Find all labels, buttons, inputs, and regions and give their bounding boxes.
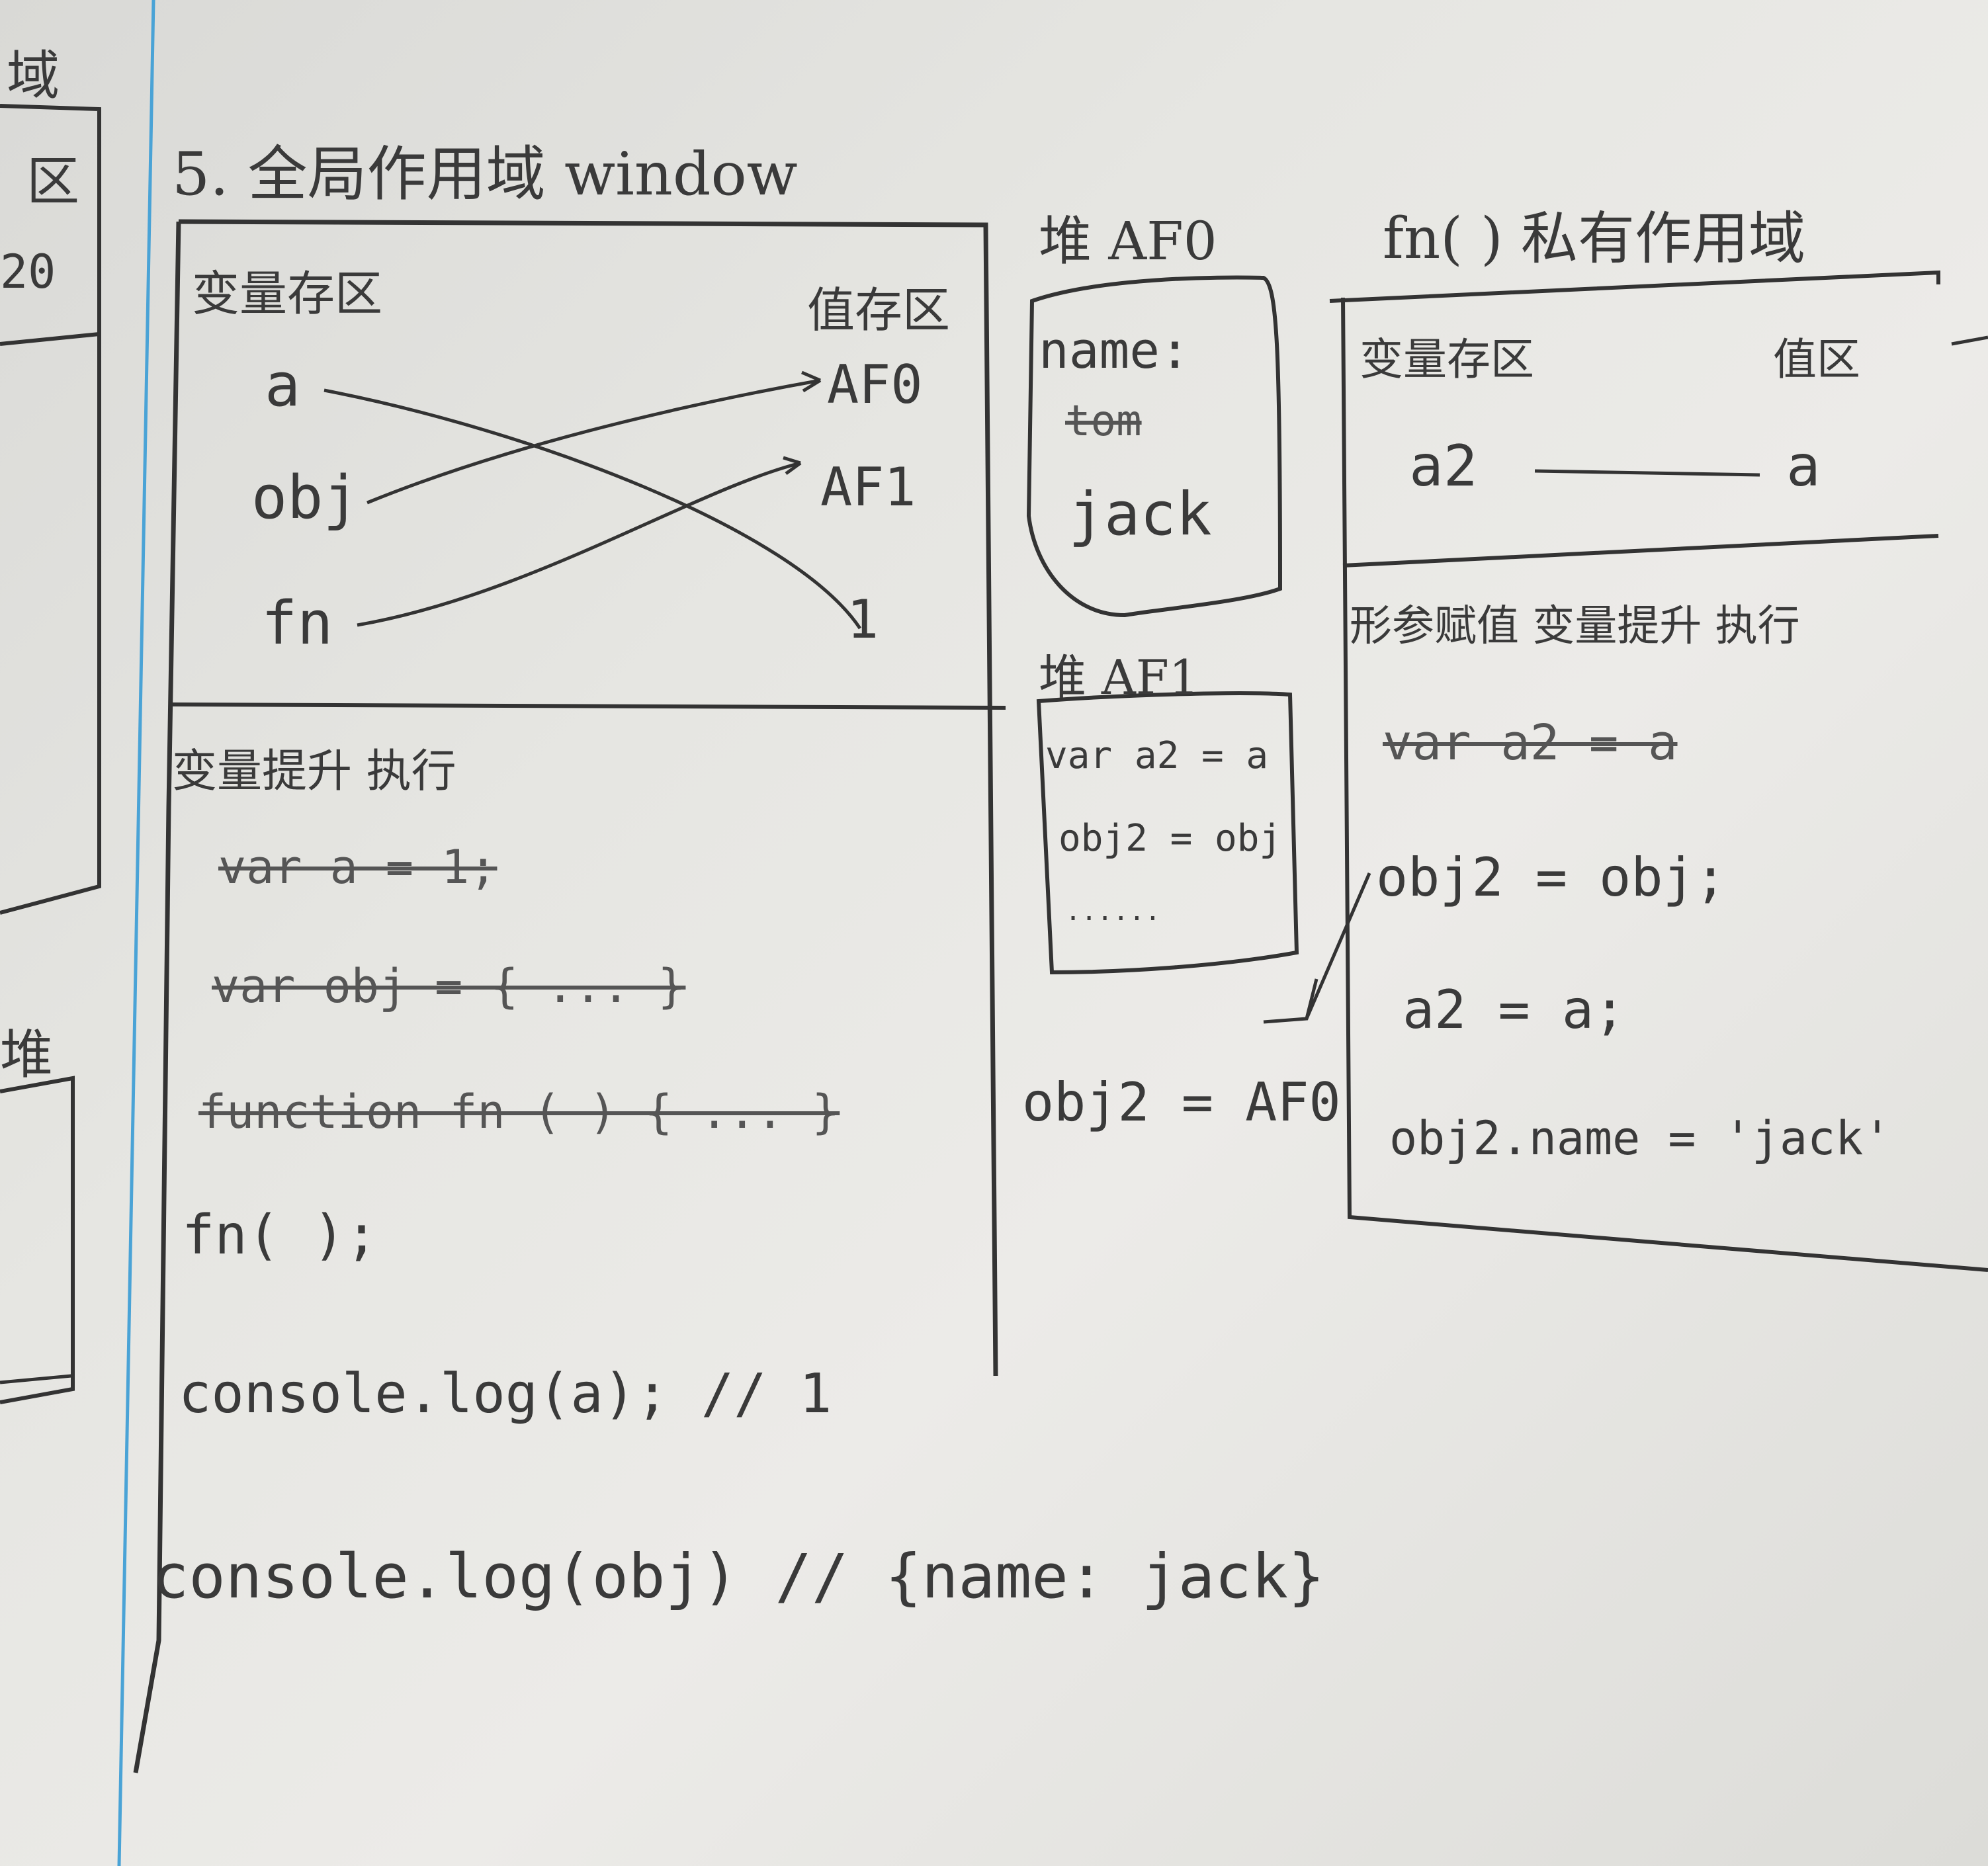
global-var-a: a	[265, 351, 301, 420]
fn-var-a2: a2	[1409, 433, 1478, 499]
obj2-note: obj2 = AF0	[1022, 1072, 1341, 1133]
fn-scope-frame	[1329, 270, 1940, 303]
heap-af1-heading: 堆 AF1	[1039, 650, 1199, 705]
fn-value-area-label: 值区	[1773, 334, 1860, 385]
fn-scope-heading: fn( ) 私有作用域	[1383, 206, 1805, 272]
map-obj-to-af0	[367, 378, 821, 505]
heap-af0-new-value: jack	[1068, 480, 1212, 549]
global-value-af1: AF1	[820, 456, 916, 518]
global-heading: 5. 全局作用域 window	[172, 140, 798, 209]
heap-af1-line-2: obj2 = obj	[1059, 817, 1282, 860]
global-code-struck-3: function fn ( ) { ... }	[198, 1085, 840, 1139]
fn-code-struck-1: var a2 = a	[1383, 714, 1678, 771]
global-var-obj: obj	[251, 463, 359, 532]
global-value-af0: AF0	[827, 354, 923, 415]
heap-af0-heading: 堆 AF0	[1039, 210, 1217, 272]
map-a2-to-a	[1534, 469, 1760, 477]
left-fragment-3: 20	[0, 245, 56, 299]
global-exec-label: 变量提升 执行	[172, 745, 456, 798]
heap-af1-line-3: ......	[1065, 896, 1161, 927]
fn-code-2: a2 = a;	[1403, 979, 1626, 1040]
heap-af0-box	[1026, 275, 1283, 618]
fn-var-area-label: 变量存区	[1360, 334, 1534, 385]
global-var-fn: fn	[261, 589, 333, 658]
left-fragment-4: 堆	[0, 1024, 53, 1085]
global-code-3: console.log(obj) // {name: jack}	[152, 1541, 1325, 1612]
map-fn-to-af1	[357, 461, 801, 627]
heap-af0-old-value: tom	[1065, 397, 1142, 446]
heap-af0-key: name:	[1039, 321, 1190, 380]
fn-code-3: obj2.name = 'jack'	[1389, 1111, 1891, 1166]
fn-value-a: a	[1786, 433, 1821, 499]
margin-line	[117, 0, 155, 1866]
left-page-box-bottom	[0, 1076, 75, 1404]
global-code-2: console.log(a); // 1	[179, 1363, 832, 1425]
fn-scope-divider	[1342, 534, 1939, 568]
fn-exec-label: 形参赋值 变量提升 执行	[1350, 602, 1800, 651]
global-value-1: 1	[847, 589, 879, 650]
heap-af1-box	[1036, 691, 1299, 975]
global-code-struck-2: var obj = { ... }	[212, 959, 686, 1013]
global-code-1: fn( );	[182, 1204, 378, 1267]
fn-code-1: obj2 = obj;	[1376, 847, 1727, 908]
global-scope-frame	[178, 219, 998, 1377]
global-code-struck-1: var a = 1;	[218, 840, 497, 894]
global-var-area-label: 变量存区	[192, 266, 383, 321]
map-a-to-1	[324, 388, 862, 630]
global-value-area-label: 值存区	[807, 282, 951, 338]
left-fragment-1: 域	[7, 45, 60, 106]
left-fragment-2: 区	[26, 151, 79, 212]
heap-af1-line-1: var a2 = a	[1045, 734, 1269, 777]
left-page-box-top	[0, 104, 101, 915]
arrow-obj2	[1305, 872, 1371, 1019]
global-divider	[171, 702, 1006, 710]
